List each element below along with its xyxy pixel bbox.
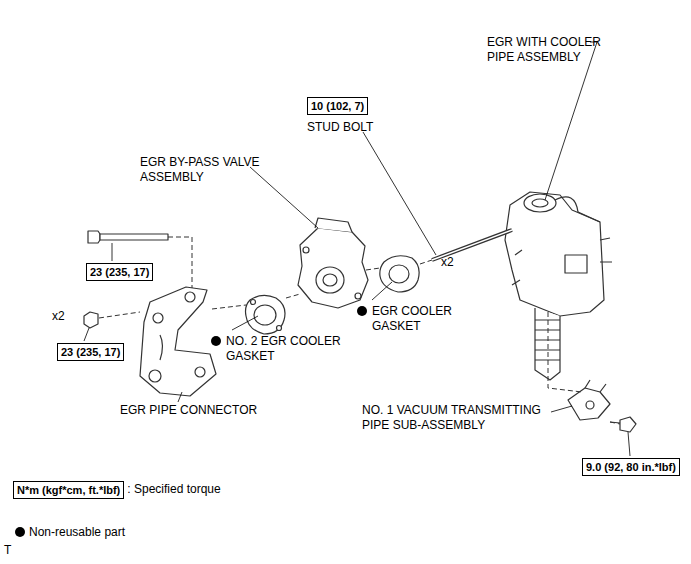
label-text: STUD BOLT: [307, 120, 373, 134]
assembly-dashes: [99, 237, 620, 424]
non-reusable-dot: [15, 306, 367, 537]
bolt-drawing: [88, 231, 100, 243]
leader-lines: [84, 42, 630, 456]
part-label: EGR WITH COOLER PIPE ASSEMBLY: [487, 35, 605, 65]
label-text: EGR BY-PASS VALVE ASSEMBLY: [140, 155, 260, 184]
part-label: x2: [52, 309, 82, 324]
label-text: T: [4, 543, 11, 557]
gasket-drawing: [380, 256, 419, 292]
bypass-valve-drawing: [298, 228, 368, 308]
part-label: EGR BY-PASS VALVE ASSEMBLY: [140, 155, 262, 185]
legend-entry: Non-reusable part: [29, 525, 125, 540]
torque-box: 9.0 (92, 80 in.*lbf): [582, 458, 680, 476]
torque-value: 23 (235, 17): [61, 346, 120, 358]
torque-value: N*m (kgf*cm, ft.*lbf): [17, 484, 120, 496]
label-text: NO. 1 VACUUM TRANSMITTING PIPE SUB-ASSEM…: [362, 403, 541, 432]
label-text: : Specified torque: [127, 482, 220, 496]
part-label: T: [4, 543, 24, 558]
part-label: x2: [441, 255, 471, 270]
egr-pipe-connector-drawing: [140, 287, 216, 396]
torque-value: 23 (235, 17): [90, 266, 149, 278]
label-text: x2: [441, 255, 454, 269]
torque-box: 23 (235, 17): [86, 263, 153, 281]
torque-box: 10 (102, 7): [307, 97, 368, 115]
label-text: EGR COOLER GASKET: [372, 304, 452, 333]
label-text: x2: [52, 309, 65, 323]
gasket-drawing: [246, 295, 286, 334]
legend-text: Non-reusable part: [29, 525, 125, 539]
bolt-drawing: [620, 417, 636, 432]
part-label: EGR PIPE CONNECTOR: [120, 403, 280, 418]
part-label: EGR COOLER GASKET: [372, 304, 472, 334]
nut-drawing: [84, 312, 98, 328]
torque-value: 9.0 (92, 80 in.*lbf): [586, 461, 676, 473]
part-label: : Specified torque: [127, 482, 220, 497]
part-label: NO. 2 EGR COOLER GASKET: [226, 334, 344, 364]
label-text: EGR WITH COOLER PIPE ASSEMBLY: [487, 35, 601, 64]
egr-cooler-drawing: [505, 192, 604, 316]
part-label: NO. 1 VACUUM TRANSMITTING PIPE SUB-ASSEM…: [362, 403, 552, 433]
legend-torque-box: N*m (kgf*cm, ft.*lbf): [13, 481, 124, 499]
label-text: EGR PIPE CONNECTOR: [120, 403, 257, 417]
label-text: NO. 2 EGR COOLER GASKET: [226, 334, 341, 363]
vacuum-pipe-drawing: [568, 388, 610, 420]
torque-value: 10 (102, 7): [311, 100, 364, 112]
part-label: STUD BOLT: [307, 120, 397, 135]
torque-box: 23 (235, 17): [57, 343, 124, 361]
